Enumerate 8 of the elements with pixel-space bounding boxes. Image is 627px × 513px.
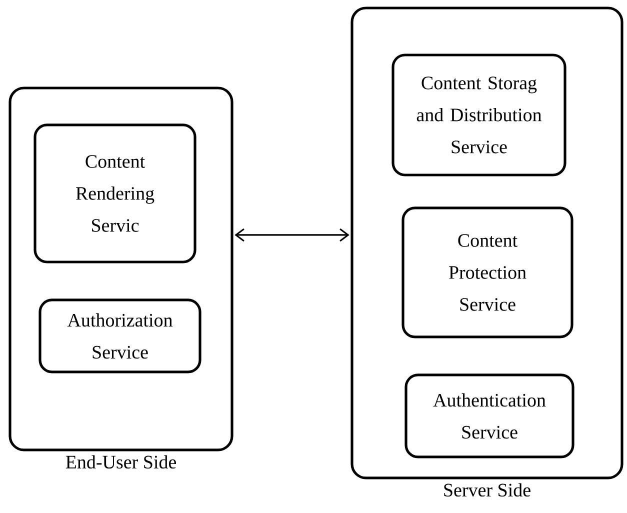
service-box: Content Storag and Distribution Service [392, 54, 566, 176]
panel-label: End-User Side [66, 455, 176, 469]
service-box: Content Protection Service [402, 206, 574, 338]
arrow [234, 228, 350, 242]
service-box: Authorization Service [38, 298, 202, 374]
service-box: Content Rendering Servic [34, 124, 196, 264]
service-box: Authentication Service [404, 374, 574, 458]
panel-label: Server Side [444, 483, 530, 497]
